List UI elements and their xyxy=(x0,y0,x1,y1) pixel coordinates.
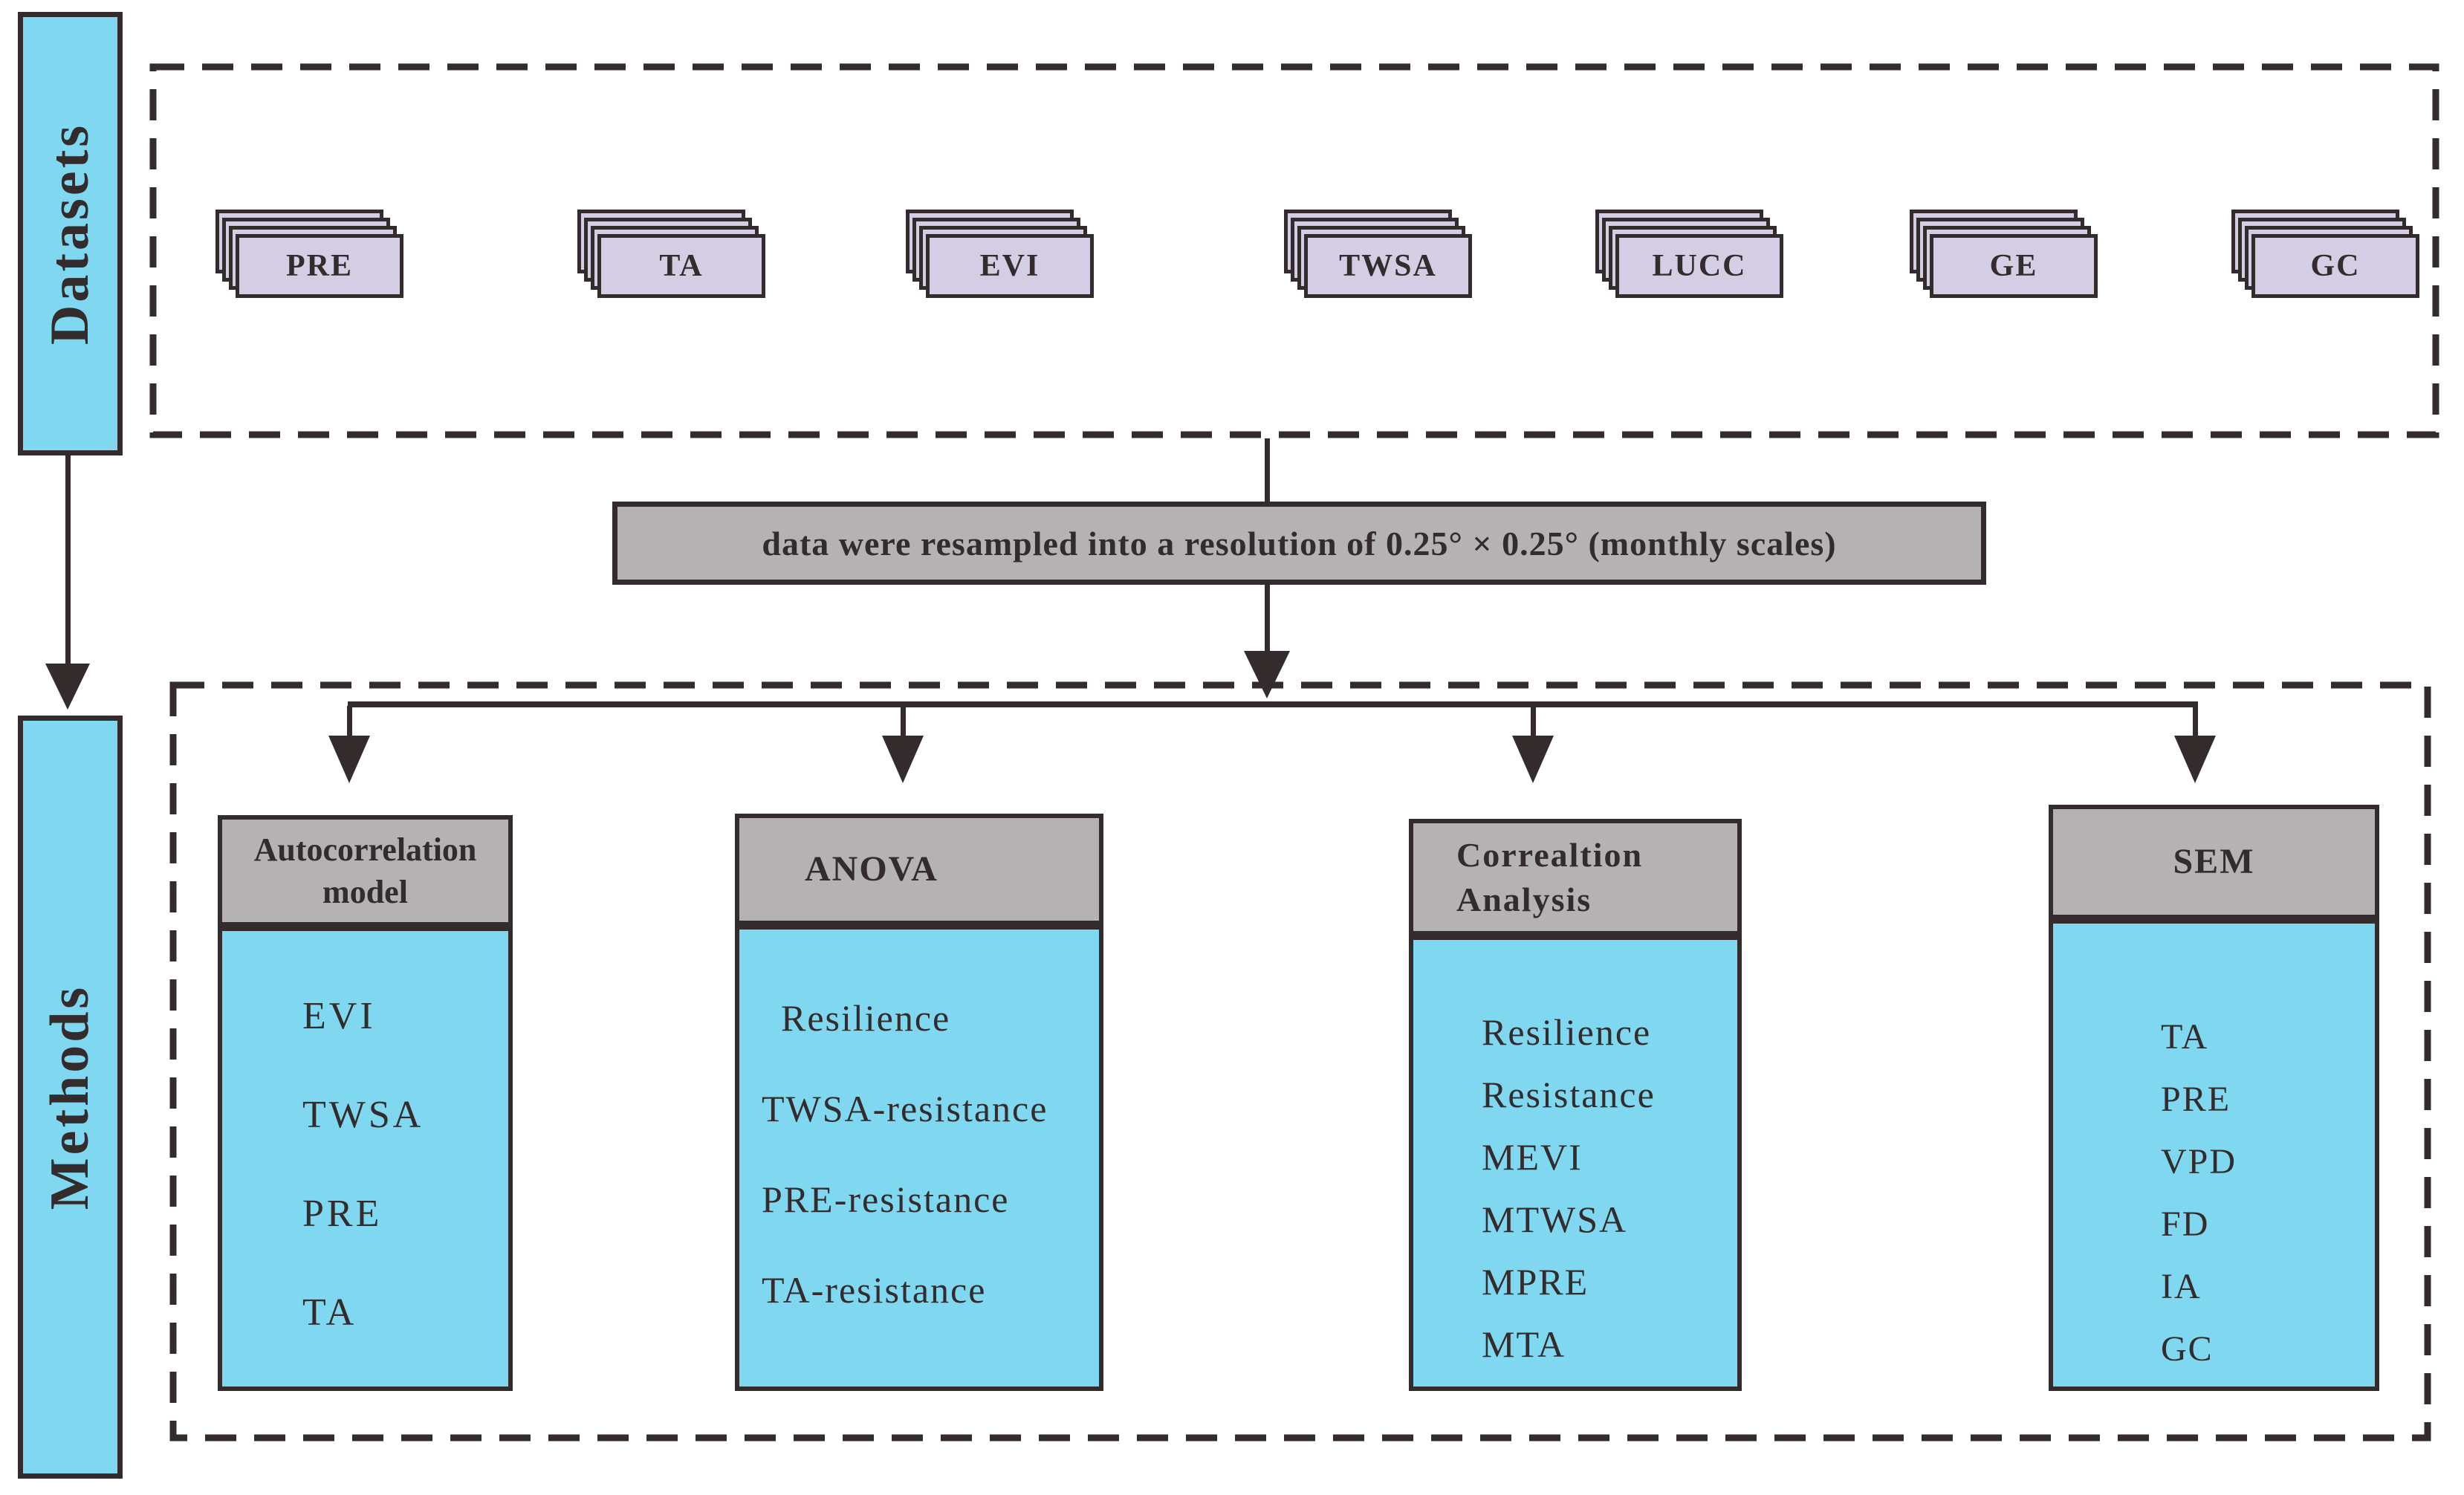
resample-note-bar: data were resampled into a resolution of… xyxy=(612,502,1986,585)
method-item: Resistance xyxy=(1482,1074,1656,1115)
branch-drop-line xyxy=(1531,706,1536,737)
dataset-icon-ta: TA xyxy=(577,210,765,299)
datasets-section-label: Datasets xyxy=(18,12,123,455)
dataset-icon-label: GE xyxy=(1930,234,2098,298)
method-item: PRE-resistance xyxy=(762,1178,1010,1220)
dataset-icon-label: PRE xyxy=(236,234,403,298)
dataset-icon-label: TA xyxy=(597,234,765,298)
dataset-icon-pre: PRE xyxy=(215,210,403,299)
method-item: GC xyxy=(2161,1329,2214,1369)
method-item: MEVI xyxy=(1482,1136,1583,1178)
down-arrowhead-icon xyxy=(2174,736,2216,783)
branch-drop-line xyxy=(901,706,906,737)
methods-dashed-panel xyxy=(169,681,2431,1442)
method-title-line: Autocorrelation xyxy=(253,831,477,868)
method-item: MTWSA xyxy=(1482,1199,1628,1240)
method-box-sem-header: SEM xyxy=(2049,805,2379,919)
dataset-icon-gc: GC xyxy=(2231,210,2419,299)
method-item-list: EVI TWSA PRE TA xyxy=(222,931,508,1335)
methods-section-label: Methods xyxy=(18,716,123,1479)
dataset-icon-label: TWSA xyxy=(1304,234,1472,298)
method-box-sem-body: TA PRE VPD FD IA GC xyxy=(2049,919,2379,1391)
down-arrowhead-icon xyxy=(882,736,924,783)
method-box-anova-body: Resilience TWSA-resistance PRE-resistanc… xyxy=(735,925,1103,1391)
branch-drop-line xyxy=(347,706,352,737)
method-title: ANOVA xyxy=(805,849,938,889)
method-item: PRE xyxy=(2161,1080,2231,1119)
down-arrowhead-icon xyxy=(328,736,370,783)
method-box-correlation-body: Resilience Resistance MEVI MTWSA MPRE MT… xyxy=(1409,935,1742,1391)
datasets-label-text: Datasets xyxy=(39,122,101,346)
dataset-icon-evi: EVI xyxy=(906,210,1094,299)
method-box-correlation-header: Correaltion Analysis xyxy=(1409,819,1742,935)
method-item: FD xyxy=(2161,1204,2210,1244)
dataset-icon-label: GC xyxy=(2251,234,2419,298)
method-title-line: Analysis xyxy=(1456,880,1592,918)
branch-drop-line xyxy=(2193,706,2198,737)
bar-to-methods-connector xyxy=(1265,583,1270,652)
datasets-dashed-panel xyxy=(149,63,2439,438)
method-item: MTA xyxy=(1482,1323,1566,1365)
method-item: TA xyxy=(2161,1017,2209,1057)
method-title-line: Correaltion xyxy=(1456,835,1644,874)
dataset-icon-ge: GE xyxy=(1910,210,2098,299)
method-item: Resilience xyxy=(1482,1011,1652,1053)
dataset-icon-twsa: TWSA xyxy=(1284,210,1472,299)
method-item: PRE xyxy=(302,1193,383,1235)
method-item-list: Resilience Resistance MEVI MTWSA MPRE MT… xyxy=(1413,940,1737,1366)
method-item: IA xyxy=(2161,1267,2202,1306)
method-item: TWSA-resistance xyxy=(762,1088,1048,1129)
resample-note-text: data were resampled into a resolution of… xyxy=(762,524,1837,562)
method-item: VPD xyxy=(2161,1142,2237,1181)
method-box-autocorrelation-body: EVI TWSA PRE TA xyxy=(218,927,513,1391)
method-item: EVI xyxy=(302,995,376,1037)
down-arrowhead-icon xyxy=(1512,736,1554,783)
method-title: SEM xyxy=(2173,841,2255,881)
method-item: Resilience xyxy=(781,997,951,1039)
method-box-autocorrelation-header: Autocorrelation model xyxy=(218,815,513,927)
dataset-icon-label: EVI xyxy=(926,234,1094,298)
method-box-anova-header: ANOVA xyxy=(735,814,1103,925)
dataset-icon-label: LUCC xyxy=(1615,234,1783,298)
down-arrowhead-icon xyxy=(1244,651,1290,698)
method-item: TWSA xyxy=(302,1094,424,1136)
method-item: TA xyxy=(302,1291,357,1334)
method-item-list: TA PRE VPD FD IA GC xyxy=(2053,924,2375,1369)
method-item: MPRE xyxy=(1482,1261,1589,1303)
branch-line xyxy=(348,701,2198,707)
datasets-to-methods-connector xyxy=(65,455,71,665)
method-item: TA-resistance xyxy=(762,1269,987,1311)
panel-to-bar-connector xyxy=(1265,438,1270,503)
dataset-icon-lucc: LUCC xyxy=(1595,210,1783,299)
down-arrowhead-icon xyxy=(45,664,90,710)
method-item-list: Resilience TWSA-resistance PRE-resistanc… xyxy=(739,930,1099,1311)
method-title-line: model xyxy=(322,874,408,910)
methods-label-text: Methods xyxy=(39,984,101,1210)
